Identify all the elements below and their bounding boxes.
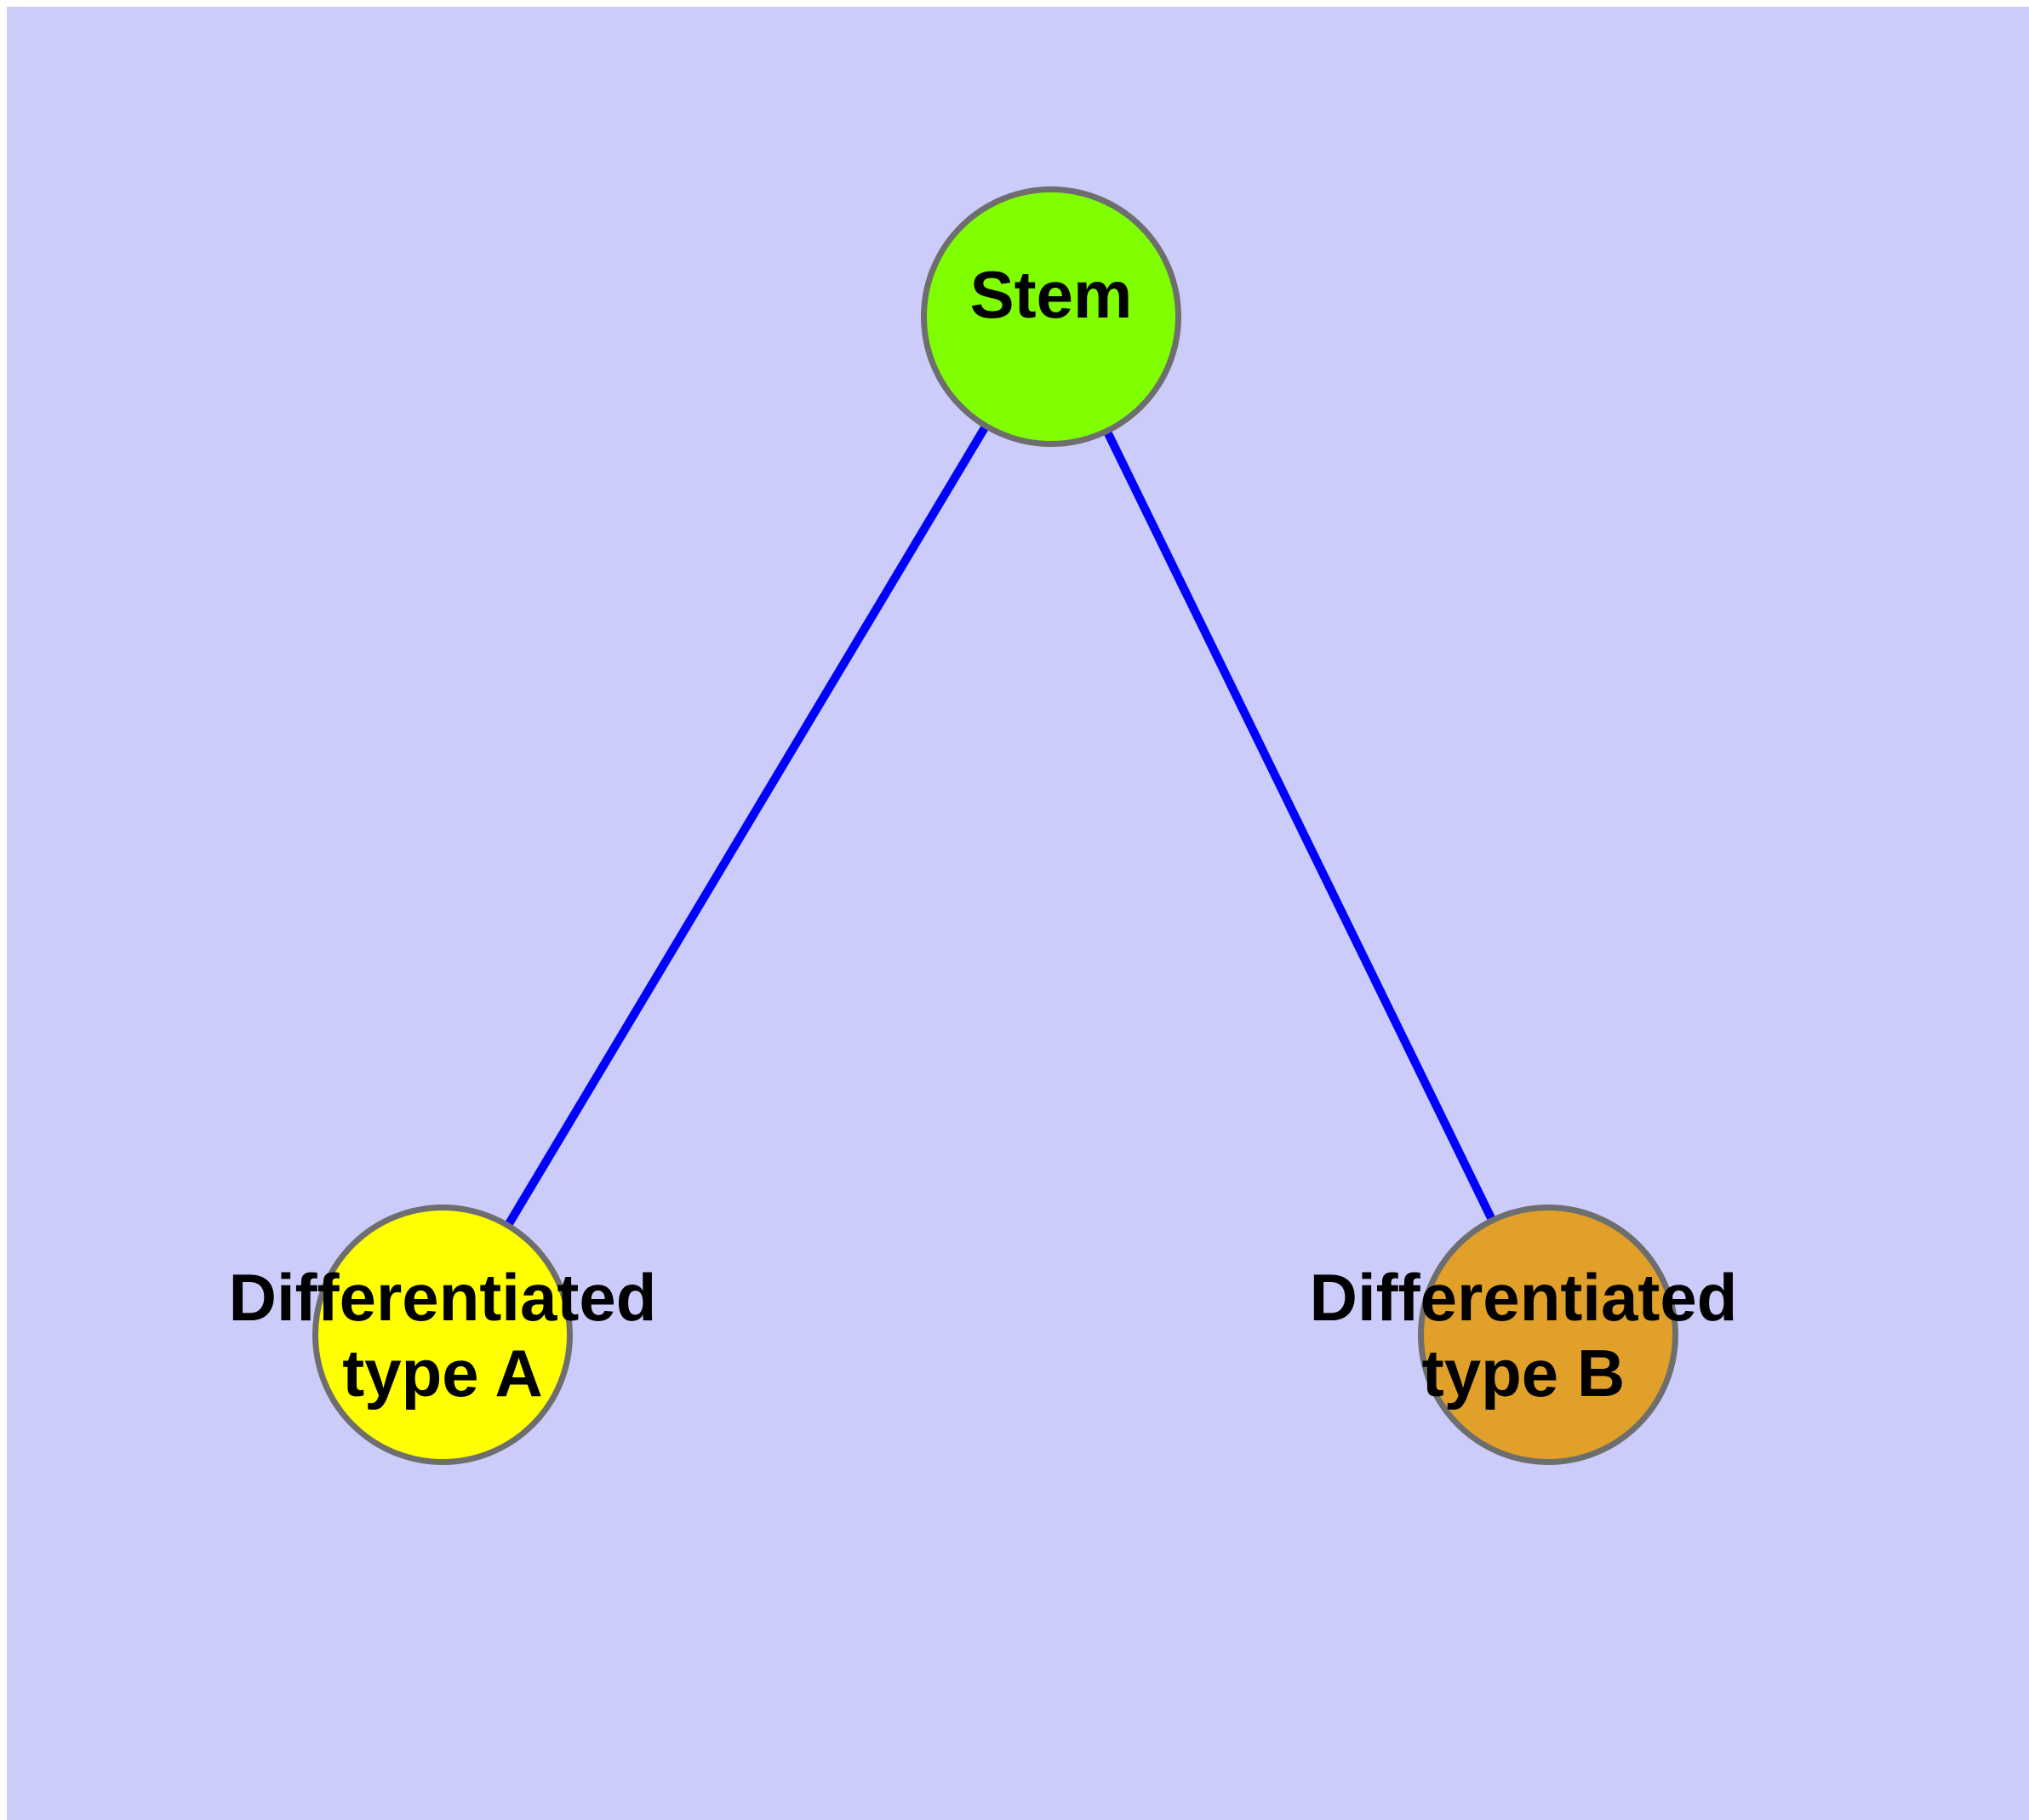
node-differentiated-type-b[interactable] — [1418, 1205, 1678, 1465]
node-differentiated-type-a[interactable] — [312, 1205, 573, 1465]
node-stem[interactable] — [921, 186, 1181, 447]
edge-layer — [501, 419, 1499, 1233]
node-layer — [312, 186, 1678, 1465]
edge-stem-to-differentiated-type-a[interactable] — [501, 419, 992, 1233]
edge-stem-to-differentiated-type-b[interactable] — [1100, 424, 1499, 1228]
